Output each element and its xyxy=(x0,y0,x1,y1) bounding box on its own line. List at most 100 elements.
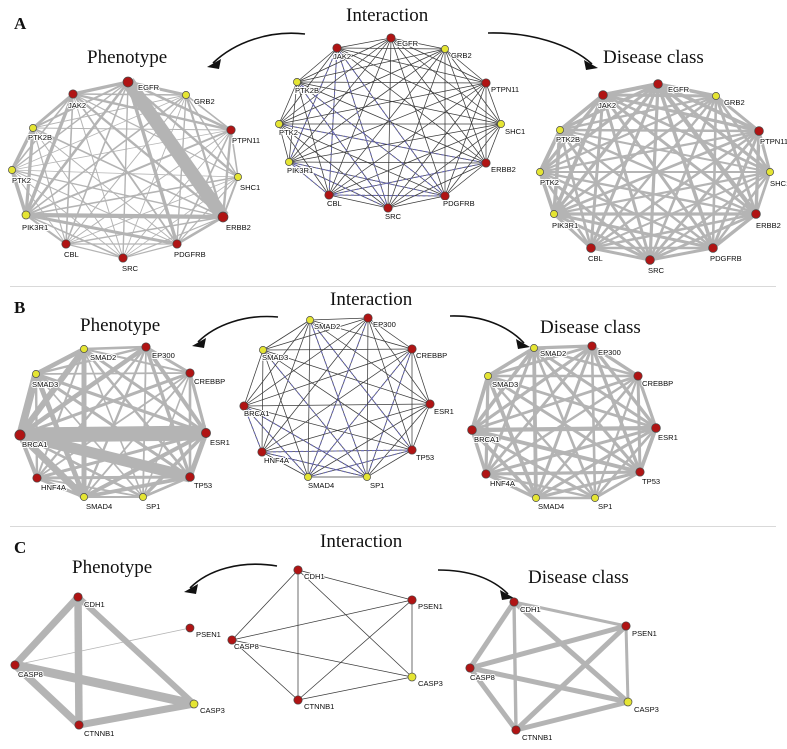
node-EGFR[interactable] xyxy=(653,79,663,89)
edge-SMAD3-SMAD4 xyxy=(486,375,538,499)
node-SMAD4[interactable] xyxy=(304,473,312,481)
node-GRB2[interactable] xyxy=(441,45,449,53)
node-PTK2[interactable] xyxy=(8,166,16,174)
node-ESR1[interactable] xyxy=(201,428,211,438)
node-JAK2[interactable] xyxy=(332,43,342,53)
node-EP300[interactable] xyxy=(363,313,373,323)
node-PDGFRB[interactable] xyxy=(172,239,182,249)
edge-PTPN11-PDGFRB xyxy=(444,82,487,197)
node-SMAD3[interactable] xyxy=(32,370,40,378)
node-SHC1[interactable] xyxy=(234,173,242,181)
node-PTK2[interactable] xyxy=(275,120,283,128)
node-CBL[interactable] xyxy=(586,243,596,253)
node-PIK3R1[interactable] xyxy=(21,210,31,220)
node-SMAD2[interactable] xyxy=(80,345,88,353)
node-CTNNB1[interactable] xyxy=(293,695,303,705)
node-JAK2[interactable] xyxy=(68,89,78,99)
node-PSEN1[interactable] xyxy=(621,621,631,631)
node-PIK3R1[interactable] xyxy=(550,210,558,218)
node-ERBB2[interactable] xyxy=(481,158,491,168)
node-PTK2B[interactable] xyxy=(556,126,564,134)
node-PTK2[interactable] xyxy=(536,168,544,176)
node-PTK2B[interactable] xyxy=(29,124,37,132)
node-CREBBP[interactable] xyxy=(633,371,643,381)
node-SRC[interactable] xyxy=(645,255,655,265)
edge-ERBB2-SRC xyxy=(649,212,757,262)
edge-BRCA1-SMAD3 xyxy=(16,373,40,436)
node-EP300[interactable] xyxy=(141,342,151,352)
node-SMAD4[interactable] xyxy=(532,494,540,502)
node-label-ESR1: ESR1 xyxy=(210,438,230,447)
node-EP300[interactable] xyxy=(587,341,597,351)
node-HNF4A[interactable] xyxy=(481,469,491,479)
node-CASP8[interactable] xyxy=(227,635,237,645)
node-CREBBP[interactable] xyxy=(185,368,195,378)
node-CBL[interactable] xyxy=(61,239,71,249)
node-PTPN11[interactable] xyxy=(754,126,764,136)
node-SMAD3[interactable] xyxy=(259,346,267,354)
node-SHC1[interactable] xyxy=(497,120,505,128)
node-TP53[interactable] xyxy=(185,472,195,482)
node-PTPN11[interactable] xyxy=(226,125,236,135)
node-CBL[interactable] xyxy=(324,190,334,200)
node-BRCA1[interactable] xyxy=(467,425,477,435)
node-PDGFRB[interactable] xyxy=(440,191,450,201)
edge-SMAD3-TP53 xyxy=(487,374,641,474)
node-HNF4A[interactable] xyxy=(257,447,267,457)
edge-JAK2-SHC1 xyxy=(602,93,771,174)
node-PTK2B[interactable] xyxy=(293,78,301,86)
node-EGFR[interactable] xyxy=(122,76,134,88)
node-CASP3[interactable] xyxy=(623,697,633,707)
node-GRB2[interactable] xyxy=(182,91,190,99)
node-label-PIK3R1: PIK3R1 xyxy=(552,221,578,230)
node-CASP3[interactable] xyxy=(407,672,417,682)
node-CDH1[interactable] xyxy=(293,565,303,575)
section-title-disease-class: Disease class xyxy=(540,317,641,338)
node-label-PTK2: PTK2 xyxy=(540,178,559,187)
node-SRC[interactable] xyxy=(383,203,393,213)
node-SHC1[interactable] xyxy=(766,168,774,176)
node-SMAD4[interactable] xyxy=(80,493,88,501)
node-SP1[interactable] xyxy=(591,494,599,502)
node-PSEN1[interactable] xyxy=(407,595,417,605)
node-BRCA1[interactable] xyxy=(14,429,26,441)
node-HNF4A[interactable] xyxy=(32,473,42,483)
node-CASP8[interactable] xyxy=(10,660,20,670)
node-SMAD2[interactable] xyxy=(306,316,314,324)
node-TP53[interactable] xyxy=(635,467,645,477)
node-CREBBP[interactable] xyxy=(407,344,417,354)
node-PIK3R1[interactable] xyxy=(285,158,293,166)
edge-PTK2-CBL xyxy=(538,171,593,249)
dashed-edge-SMAD2-TP53 xyxy=(309,319,413,451)
node-PTPN11[interactable] xyxy=(481,78,491,88)
node-ERBB2[interactable] xyxy=(217,211,229,223)
edge-HNF4A-TP53 xyxy=(261,449,413,453)
node-GRB2[interactable] xyxy=(712,92,720,100)
edge-SMAD2-HNF4A xyxy=(261,319,311,453)
node-PSEN1[interactable] xyxy=(185,623,195,633)
node-BRCA1[interactable] xyxy=(239,401,249,411)
node-SMAD2[interactable] xyxy=(530,344,538,352)
section-title-interaction: Interaction xyxy=(320,531,403,552)
node-JAK2[interactable] xyxy=(598,90,608,100)
node-CASP3[interactable] xyxy=(189,699,199,709)
node-CASP8[interactable] xyxy=(465,663,475,673)
node-PDGFRB[interactable] xyxy=(708,243,718,253)
node-CDH1[interactable] xyxy=(73,592,83,602)
node-label-ESR1: ESR1 xyxy=(434,407,454,416)
edge-PTPN11-ERBB2 xyxy=(754,130,761,215)
node-ESR1[interactable] xyxy=(425,399,435,409)
node-CTNNB1[interactable] xyxy=(74,720,84,730)
node-ESR1[interactable] xyxy=(651,423,661,433)
node-SMAD3[interactable] xyxy=(484,372,492,380)
node-SP1[interactable] xyxy=(139,493,147,501)
node-SP1[interactable] xyxy=(363,473,371,481)
edge-SMAD2-SMAD4 xyxy=(532,347,538,499)
node-ERBB2[interactable] xyxy=(751,209,761,219)
node-CDH1[interactable] xyxy=(509,597,519,607)
node-TP53[interactable] xyxy=(407,445,417,455)
edge-PSEN1-CASP3 xyxy=(624,625,630,703)
node-CTNNB1[interactable] xyxy=(511,725,521,735)
node-SRC[interactable] xyxy=(118,253,128,263)
node-EGFR[interactable] xyxy=(386,33,396,43)
